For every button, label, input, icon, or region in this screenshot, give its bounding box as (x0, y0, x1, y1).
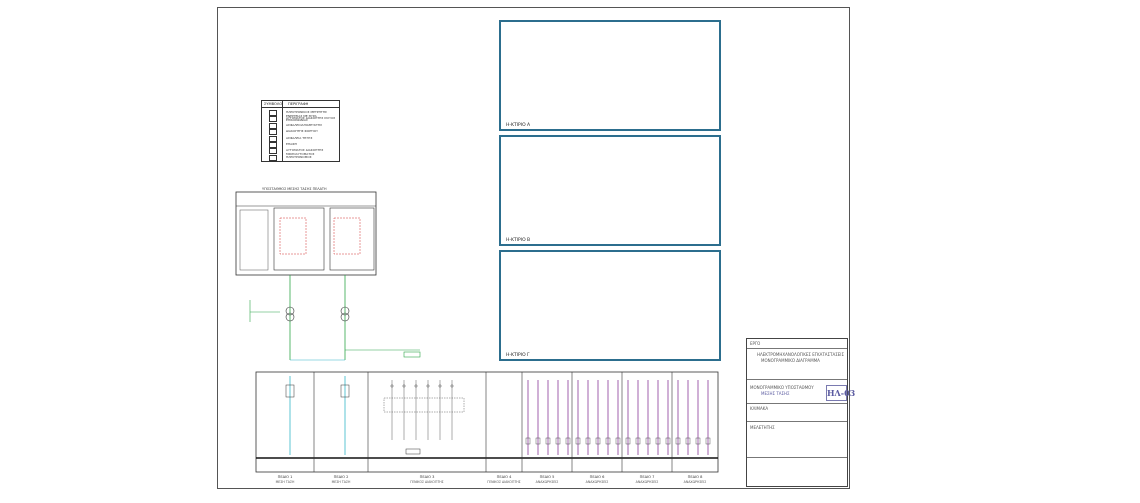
breaker-icon (545, 437, 551, 445)
feeder-label: ΠΕΔΙΟ 8 (688, 475, 703, 479)
breaker-icon (665, 437, 671, 445)
legend-symbol-icon (269, 154, 277, 161)
breaker-icon (685, 437, 691, 445)
feeder-sublabel: ΜΕΣΗ ΤΑΣΗ (276, 480, 295, 484)
breaker-icon (655, 437, 661, 445)
feeder-sublabel: ΑΝΑΧΩΡΗΣΕΙΣ (536, 480, 559, 484)
panel-building-b: Η-ΚΤΙΡΙΟ Β (499, 135, 721, 246)
breaker-icon (565, 437, 571, 445)
panel-label: Η-ΚΤΙΡΙΟ Β (506, 238, 531, 243)
meter-icon (438, 384, 442, 388)
legend-col-description: ΠΕΡΙΓΡΑΦΗ (288, 102, 309, 106)
meter-icon (390, 384, 394, 388)
breaker-icon (525, 437, 531, 445)
feeder-label: ΠΕΔΙΟ 7 (640, 475, 655, 479)
panel-building-a: Η-ΚΤΙΡΙΟ Α (499, 20, 721, 131)
panel-label: Η-ΚΤΙΡΙΟ Γ (506, 353, 530, 358)
tb-drawing-title: ΜΟΝΟΓΡΑΜΜΙΚΟ ΥΠΟΣΤΑΘΜΟΥ (750, 385, 814, 390)
meter-icon (414, 384, 418, 388)
tb-project-line2: ΜΟΝΟΓΡΑΜΜΙΚΟ ΔΙΑΓΡΑΜΜΑ (761, 358, 820, 363)
feeder-label: ΠΕΔΙΟ 1 (278, 475, 293, 479)
legend-row: ΔΙΑΚΟΠΤΗΣ ΦΟΡΤΙΟΥ (286, 129, 318, 134)
legend-symbol-icon (269, 148, 277, 155)
feeder-label: ΠΕΔΙΟ 6 (590, 475, 605, 479)
tb-header: ΕΡΓΟ (750, 341, 761, 346)
legend-row: ΑΥΤΟΜΑΤΟΣ ΔΙΑΚΟΠΤΗΣ ΜΙΚΡΟΑΥΤΟΜΑΤΟΣ (286, 148, 324, 157)
feeder-sublabel: ΓΕΝΙΚΟΣ ΔΙΑΚΟΠΤΗΣ (410, 480, 443, 484)
meter-icon (450, 384, 454, 388)
feeder-sublabel: ΑΝΑΧΩΡΗΣΕΙΣ (586, 480, 609, 484)
breaker-icon (705, 437, 711, 445)
breaker-icon (645, 437, 651, 445)
transformer-area (249, 275, 421, 361)
legend-row: ΑΣΦΑΛΕΙΑ ΤΗΞΗΣ (286, 135, 313, 140)
feeder-sublabel: ΑΝΑΧΩΡΗΣΕΙΣ (636, 480, 659, 484)
breaker-icon (625, 437, 631, 445)
breaker-icon (675, 437, 681, 445)
meter-icon (426, 384, 430, 388)
feeder-sublabel: ΓΕΝΙΚΟΣ ΔΙΑΚΟΠΤΗΣ (487, 480, 520, 484)
legend-row: ΗΛΕΚΤΡΟΝΟΜΟΣ (286, 154, 312, 159)
legend-table: ΣΥΜΒΟΛΟ ΠΕΡΙΓΡΑΦΗ ΗΛΕΚΤΡΟΝΙΚΟΣ ΜΕΤΡΗΤΗΣ … (261, 100, 340, 162)
feeder-label: ΠΕΔΙΟ 5 (540, 475, 555, 479)
meter-icon (402, 384, 406, 388)
tb-drawing-code: ΗΛ-03 (826, 385, 855, 401)
feeder-sublabel: ΜΕΣΗ ΤΑΣΗ (332, 480, 351, 484)
legend-symbol-icon (269, 122, 277, 129)
legend-row: ΕΠΑΦΗ (286, 142, 297, 146)
tb-drawing-sub: ΜΕΣΗΣ ΤΑΣΗΣ (761, 391, 790, 396)
breaker-icon (535, 437, 541, 445)
breaker-icon (615, 437, 621, 445)
title-block: ΕΡΓΟ ΗΛΕΚΤΡΟΜΗΧΑΝΟΛΟΓΙΚΕΣ ΕΓΚΑΤΑΣΤΑΣΕΙΣ … (746, 338, 855, 487)
legend-row: ΑΥΤΟΜΑΤΟΣ ΔΙΑΚΟΠΤΗΣ ΙΣΧΥΟΣ (286, 116, 336, 121)
feeder-sublabel: ΑΝΑΧΩΡΗΣΕΙΣ (684, 480, 707, 484)
breaker-icon (340, 384, 350, 398)
legend-col-symbol: ΣΥΜΒΟΛΟ (264, 102, 283, 106)
feeder-label: ΠΕΔΙΟ 2 (334, 475, 349, 479)
breaker-icon (555, 437, 561, 445)
breaker-icon (575, 437, 581, 445)
tb-scale-label: ΚΛΙΜΑΚΑ (750, 406, 769, 411)
busbar-box (383, 397, 465, 413)
substation-block: ΥΠΟΣΤΑΘΜΟΣ ΜΕΣΗΣ ΤΑΣΗΣ ΠΕΛΑΤΗ (235, 187, 377, 276)
panel-building-c: Η-ΚΤΙΡΙΟ Γ (499, 250, 721, 361)
panel-label: Η-ΚΤΙΡΙΟ Α (506, 123, 531, 128)
breaker-icon (285, 384, 295, 398)
breaker-icon (585, 437, 591, 445)
legend-symbol-icon (269, 135, 277, 142)
legend-row: ΗΛΕΚΤΡΟΝΙΚΟΣ ΜΕΤΡΗΤΗΣ ΕΝΕΡΓΕΙΑΣ ΜΕ ΘΥΡΑ … (286, 110, 327, 122)
tb-designer-label: ΜΕΛΕΤΗΤΗΣ (750, 425, 775, 430)
legend-symbol-icon (269, 142, 277, 148)
substation-title: ΥΠΟΣΤΑΘΜΟΣ ΜΕΣΗΣ ΤΑΣΗΣ ΠΕΛΑΤΗ (262, 187, 327, 191)
legend-symbol-icon (269, 129, 277, 136)
legend-symbol-icon (269, 110, 277, 116)
legend-row: ΑΣΦΑΛΕΙΟΑΠΟΖΕΥΚΤΗΣ (286, 122, 322, 127)
breaker-icon (695, 437, 701, 445)
feeder-label: ΠΕΔΙΟ 4 (497, 475, 512, 479)
tb-project-line1: ΗΛΕΚΤΡΟΜΗΧΑΝΟΛΟΓΙΚΕΣ ΕΓΚΑΤΑΣΤΑΣΕΙΣ (757, 352, 844, 357)
breaker-icon (605, 437, 611, 445)
busbar-label-box (405, 448, 421, 455)
legend-symbol-icon (269, 116, 277, 123)
feeder-label: ΠΕΔΙΟ 3 (420, 475, 435, 479)
breaker-icon (595, 437, 601, 445)
breaker-icon (635, 437, 641, 445)
